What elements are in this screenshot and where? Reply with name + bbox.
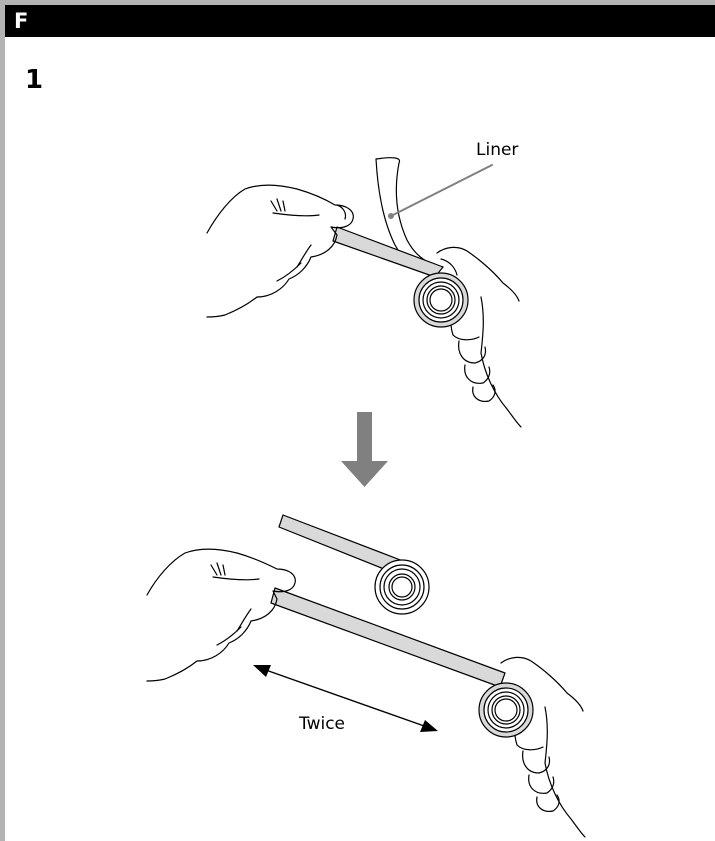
bottom-illustration bbox=[147, 515, 585, 837]
tape-strip-top bbox=[333, 227, 443, 277]
twice-label: Twice bbox=[298, 714, 345, 734]
left-hand-top bbox=[207, 185, 353, 317]
tape-roll-bottom bbox=[479, 683, 533, 737]
left-hand-bottom bbox=[147, 549, 295, 681]
illustration-canvas: Liner bbox=[5, 5, 715, 841]
liner-callout-line bbox=[391, 165, 492, 216]
instruction-page: F 1 bbox=[5, 5, 715, 841]
liner-label: Liner bbox=[476, 140, 518, 160]
down-arrow bbox=[341, 412, 388, 487]
tape-roll-top bbox=[414, 273, 468, 327]
double-arrow bbox=[253, 665, 438, 732]
top-illustration bbox=[207, 158, 521, 427]
liner-roll bbox=[375, 560, 429, 614]
